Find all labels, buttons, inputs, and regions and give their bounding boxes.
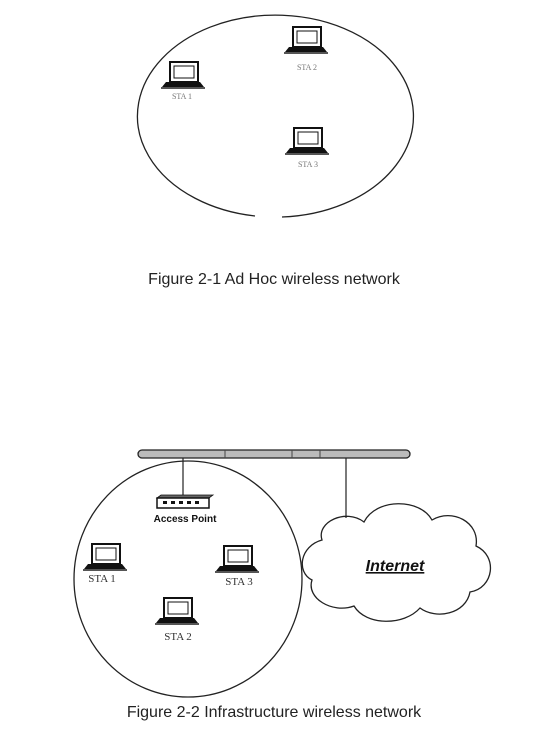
adhoc-range-ellipse (137, 15, 413, 217)
access-point-label: Access Point (154, 514, 217, 525)
infra-station-3-label: STA 3 (225, 576, 253, 588)
adhoc-station-1: STA 1 (161, 62, 205, 101)
backbone-bar (138, 450, 410, 458)
internet-label: Internet (366, 558, 425, 575)
adhoc-station-2-label: STA 2 (297, 63, 317, 72)
infra-station-2: STA 2 (155, 598, 199, 643)
infrastructure-network: Access Point Internet STA 1 STA 3 STA 2 (74, 450, 490, 697)
adhoc-station-3-label: STA 3 (298, 160, 318, 169)
infra-station-1: STA 1 (83, 544, 127, 585)
adhoc-station-3: STA 3 (285, 128, 329, 169)
figure-2-1-caption: Figure 2-1 Ad Hoc wireless network (0, 271, 548, 289)
figure-2-2-caption: Figure 2-2 Infrastructure wireless netwo… (0, 704, 548, 722)
infra-station-2-label: STA 2 (164, 631, 192, 643)
adhoc-station-1-label: STA 1 (172, 92, 192, 101)
adhoc-station-2: STA 2 (284, 27, 328, 72)
access-point: Access Point (154, 495, 217, 525)
infra-station-3: STA 3 (215, 546, 259, 588)
infra-station-1-label: STA 1 (88, 573, 116, 585)
adhoc-network: STA 1 STA 2 STA 3 (137, 15, 413, 217)
